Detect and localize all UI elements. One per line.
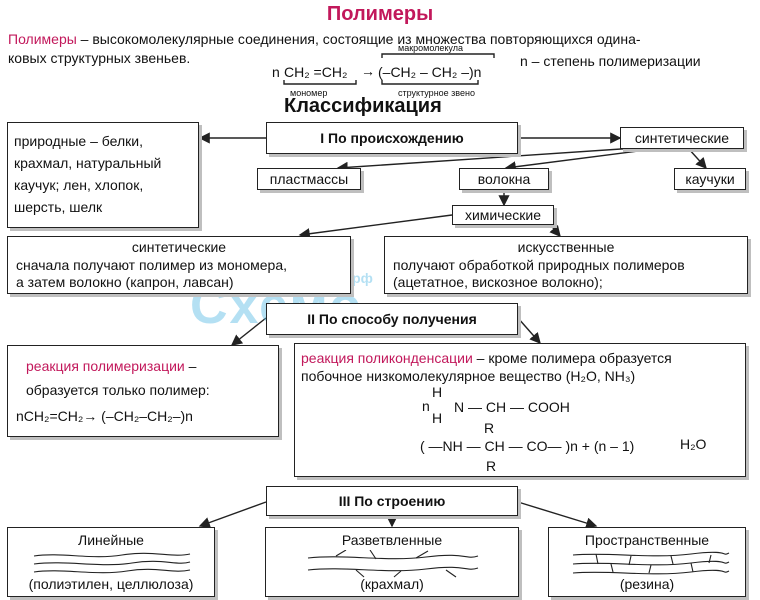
definition-term: Полимеры	[8, 31, 77, 47]
natural-line3: каучук; лен, хлопок,	[14, 177, 144, 193]
formula-r2: R	[486, 458, 497, 474]
macromolecule-label: макромолекула	[398, 43, 463, 53]
unit-bracket	[381, 80, 479, 85]
polymerization-dash: –	[184, 358, 197, 374]
natural-line4: шерсть, шелк	[14, 199, 103, 215]
formula-h: H	[432, 410, 443, 426]
monomer-label: мономер	[290, 88, 328, 98]
polymerization-box: реакция полимеризации – образуется тольк…	[7, 345, 279, 437]
linear-title: Линейные	[78, 532, 144, 548]
polymerization-line1: образуется только полимер:	[26, 382, 210, 398]
method-header-box: II По способу получения	[266, 303, 518, 335]
polycondensation-text: – кроме полимера образуется	[472, 350, 672, 366]
natural-line1: природные – белки,	[14, 133, 143, 149]
equation-n: n	[272, 64, 280, 80]
definition-line2: ковых структурных звеньев.	[8, 50, 191, 66]
branched-box: Разветвленные (крахмал)	[265, 527, 519, 597]
structural-unit-label: структурное звено	[398, 88, 475, 98]
spatial-example: (резина)	[619, 576, 675, 592]
rubbers-label: каучуки	[685, 171, 735, 187]
definition-text: – высокомолекулярные соединения, состоящ…	[76, 31, 641, 47]
monomer-bracket	[283, 80, 357, 85]
structure-header-box: III По строению	[266, 486, 518, 516]
artificial-fibers-line2: (ацетатное, вискозное волокно);	[393, 274, 603, 290]
arrow-to-fibers	[504, 147, 663, 173]
arrow-to-spatial	[517, 501, 598, 529]
method-header: II По способу получения	[307, 311, 477, 327]
formula-water: H₂O	[680, 436, 707, 452]
natural-box: природные – белки, крахмал, натуральный …	[7, 122, 199, 228]
formula-product: ( —NH — CH — CO— )n + (n – 1)	[420, 438, 635, 454]
artificial-fibers-box: искусственные получают обработкой природ…	[384, 236, 748, 294]
formula-h-top: H	[432, 384, 443, 400]
arrow-to-linear	[198, 501, 267, 528]
linear-chains-icon	[33, 552, 191, 574]
polycondensation-box: реакция поликонденсации – кроме полимера…	[294, 343, 746, 477]
formula-n: n	[422, 398, 430, 414]
spatial-box: Пространственные (резина)	[548, 527, 746, 597]
artificial-fibers-title: искусственные	[517, 239, 615, 255]
linear-box: Линейные (полиэтилен, целлюлоза)	[7, 527, 215, 597]
equation-arrow: →	[361, 63, 375, 79]
synthetic-fibers-line1: сначала получают полимер из мономера,	[16, 257, 288, 273]
macro-bracket	[381, 53, 495, 58]
equation-monomer: CH₂ =CH₂	[284, 64, 348, 80]
definition-line1: Полимеры – высокомолекулярные соединения…	[8, 31, 641, 48]
equation-unit: (–CH₂ – CH₂ –)n	[378, 64, 482, 80]
page-title: Полимеры	[326, 3, 434, 25]
arrow-to-rubbers	[687, 147, 707, 170]
plastics-box: пластмассы	[257, 168, 361, 190]
spatial-network-icon	[572, 551, 730, 575]
natural-line2: крахмал, натуральный	[14, 155, 162, 171]
origin-header-box: I По происхождению	[266, 122, 518, 154]
polycondensation-title-line: реакция поликонденсации – кроме полимера…	[301, 350, 672, 367]
synthetic-fibers-box: синтетические сначала получают полимер и…	[7, 236, 351, 294]
polycondensation-title: реакция поликонденсации	[301, 350, 473, 366]
rubbers-box: каучуки	[674, 168, 746, 190]
chemical-box: химические	[452, 205, 554, 225]
branched-title: Разветвленные	[341, 532, 443, 548]
structure-header: III По строению	[338, 493, 446, 509]
branched-chains-icon	[307, 550, 479, 578]
synthetic-fibers-line2: а затем волокно (капрон, лавсан)	[16, 274, 234, 290]
polymerization-equation: nCH₂=CH₂→ (–CH₂–CH₂–)n	[16, 408, 193, 424]
linear-example: (полиэтилен, целлюлоза)	[28, 576, 194, 592]
chemical-label: химические	[464, 207, 542, 223]
arrow-to-polycondensation	[517, 317, 541, 345]
fibers-box: волокна	[459, 168, 549, 190]
artificial-fibers-line1: получают обработкой природных полимеров	[393, 257, 685, 273]
arrow-to-plastics	[336, 147, 637, 173]
arrow-to-polymerization	[230, 317, 267, 346]
spatial-title: Пространственные	[584, 532, 710, 548]
degree-label: n – степень полимеризации	[520, 53, 701, 69]
synthetic-fibers-title: синтетические	[131, 239, 227, 255]
fibers-label: волокна	[477, 171, 531, 187]
synthetic-box: синтетические	[620, 127, 744, 149]
plastics-label: пластмассы	[269, 171, 349, 187]
branched-example: (крахмал)	[360, 576, 424, 592]
origin-header: I По происхождению	[320, 130, 464, 146]
classification-title: Классификация	[284, 95, 442, 117]
arrow-to-synthetic-fibers	[298, 214, 453, 240]
synthetic-label: синтетические	[634, 130, 730, 146]
polycondensation-line2: побочное низкомолекулярное вещество (H₂O…	[301, 368, 636, 384]
formula-main: N — CH — COOH	[454, 399, 570, 415]
polymerization-title-line: реакция полимеризации –	[26, 358, 196, 375]
polymerization-title: реакция полимеризации	[26, 358, 185, 374]
formula-r1: R	[484, 420, 495, 436]
